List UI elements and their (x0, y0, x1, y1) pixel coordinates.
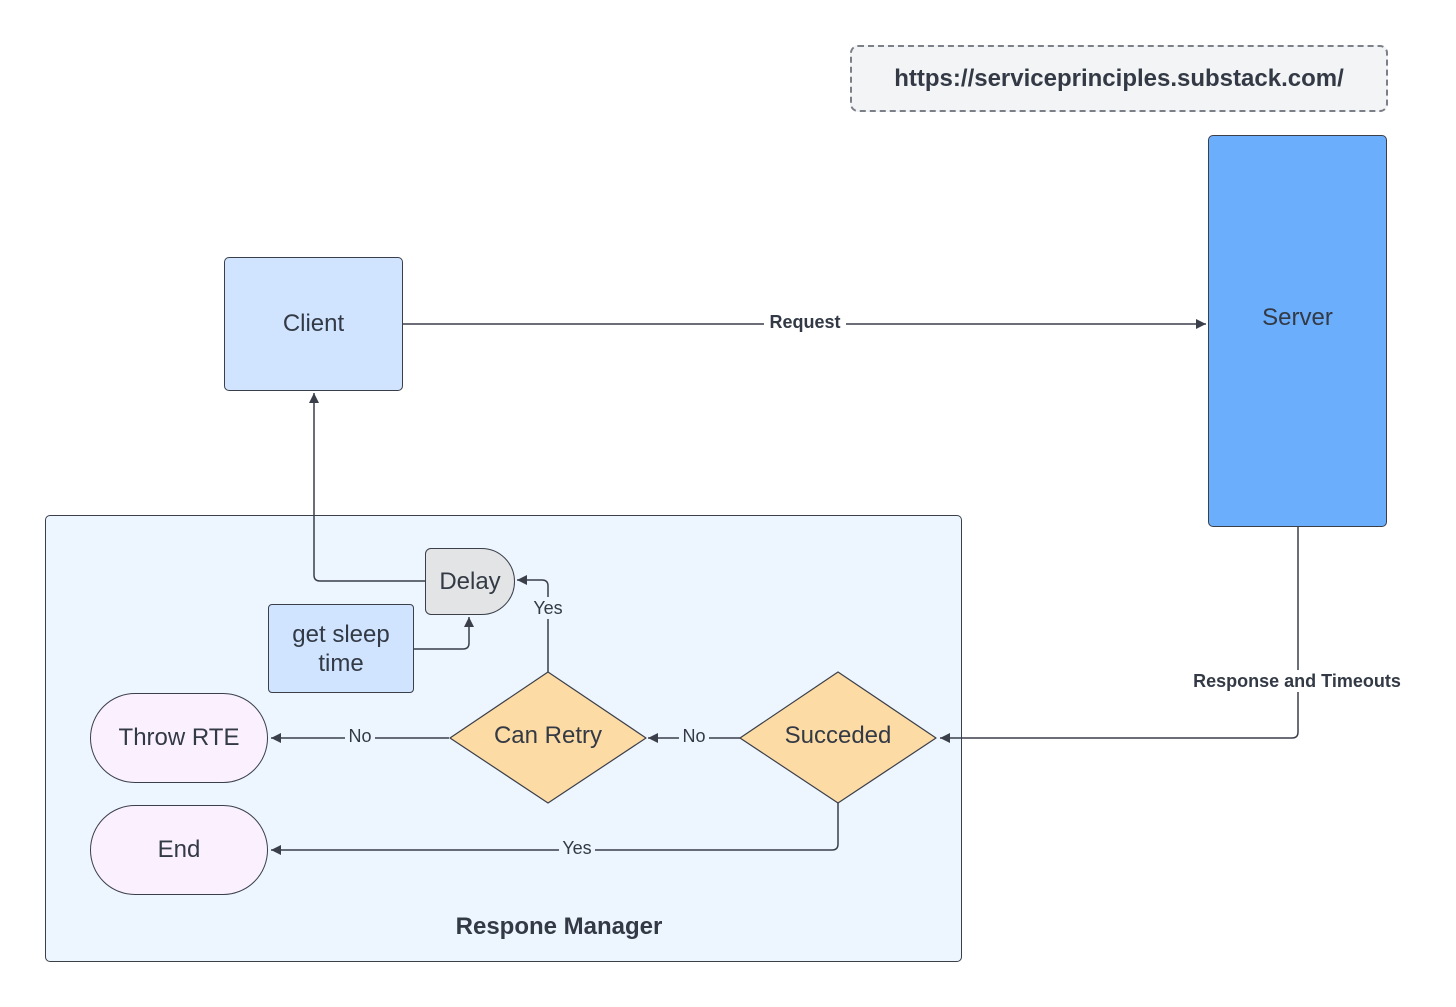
edge-label-can-retry-no: No (345, 725, 375, 747)
throw-rte-node[interactable]: Throw RTE (90, 693, 268, 783)
edge-label-response-and-timeouts: Response and Timeouts (1180, 670, 1414, 692)
edge-response-and-timeouts (940, 515, 1299, 743)
edge-succeded-yes (271, 803, 839, 855)
edge-label-request: Request (764, 311, 846, 333)
succeded-label: Succeded (784, 722, 892, 749)
delay-node[interactable]: Delay (425, 548, 515, 615)
edge-delay-to-client (309, 393, 425, 582)
server-node[interactable]: Server (1208, 135, 1387, 527)
url-note: https://serviceprinciples.substack.com/ (850, 45, 1388, 112)
edge-can-retry-yes (517, 575, 549, 672)
can-retry-diamond[interactable] (449, 671, 647, 804)
client-node[interactable]: Client (224, 257, 403, 391)
delay-label: Delay (439, 567, 501, 595)
can-retry-label: Can Retry (493, 722, 603, 749)
url-note-text: https://serviceprinciples.substack.com/ (894, 64, 1344, 92)
edge-label-can-retry-yes: Yes (531, 597, 565, 619)
edge-label-succeded-no: No (679, 725, 709, 747)
server-label: Server (1262, 304, 1333, 331)
get-sleep-time-label: get sleep time (292, 620, 390, 677)
succeded-diamond[interactable] (739, 671, 937, 804)
response-manager-title: Respone Manager (455, 913, 663, 940)
edge-sleep-to-delay (414, 617, 474, 650)
edge-label-succeded-yes: Yes (559, 837, 595, 859)
end-label: End (157, 836, 201, 863)
throw-rte-label: Throw RTE (118, 724, 240, 751)
get-sleep-time-node[interactable]: get sleep time (268, 604, 414, 693)
client-label: Client (282, 310, 345, 337)
end-node[interactable]: End (90, 805, 268, 895)
